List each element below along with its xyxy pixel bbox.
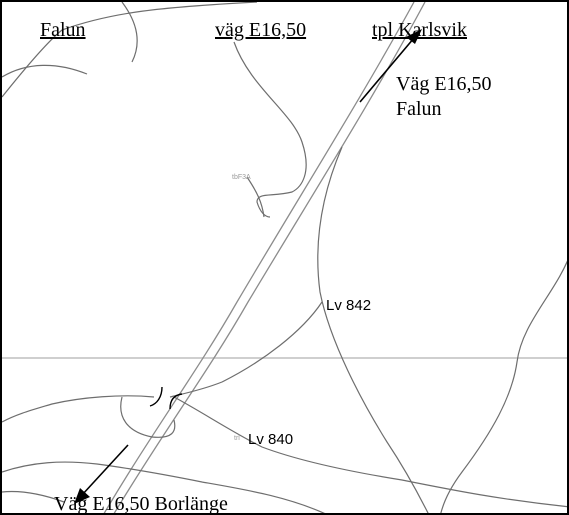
direction-north-line2: Falun xyxy=(396,98,442,120)
faint-marker-1: tbF3A xyxy=(232,174,251,181)
arrow-south-icon xyxy=(74,444,129,504)
title-junction: tpl Karlsvik xyxy=(372,19,467,41)
arrow-north-icon xyxy=(359,29,422,103)
road-label-lv840: Lv 840 xyxy=(248,431,294,448)
junction-bracket-icon xyxy=(149,386,183,410)
direction-north-line1: Väg E16,50 xyxy=(396,73,492,95)
title-road: väg E16,50 xyxy=(215,19,307,41)
faint-marker-2: trl xyxy=(234,435,240,442)
direction-north-label: Väg E16,50 Falun xyxy=(396,72,492,122)
direction-south-label: Väg E16,50 Borlänge xyxy=(54,493,228,515)
road-label-lv842: Lv 842 xyxy=(326,297,372,314)
title-from: Falun xyxy=(40,19,86,41)
